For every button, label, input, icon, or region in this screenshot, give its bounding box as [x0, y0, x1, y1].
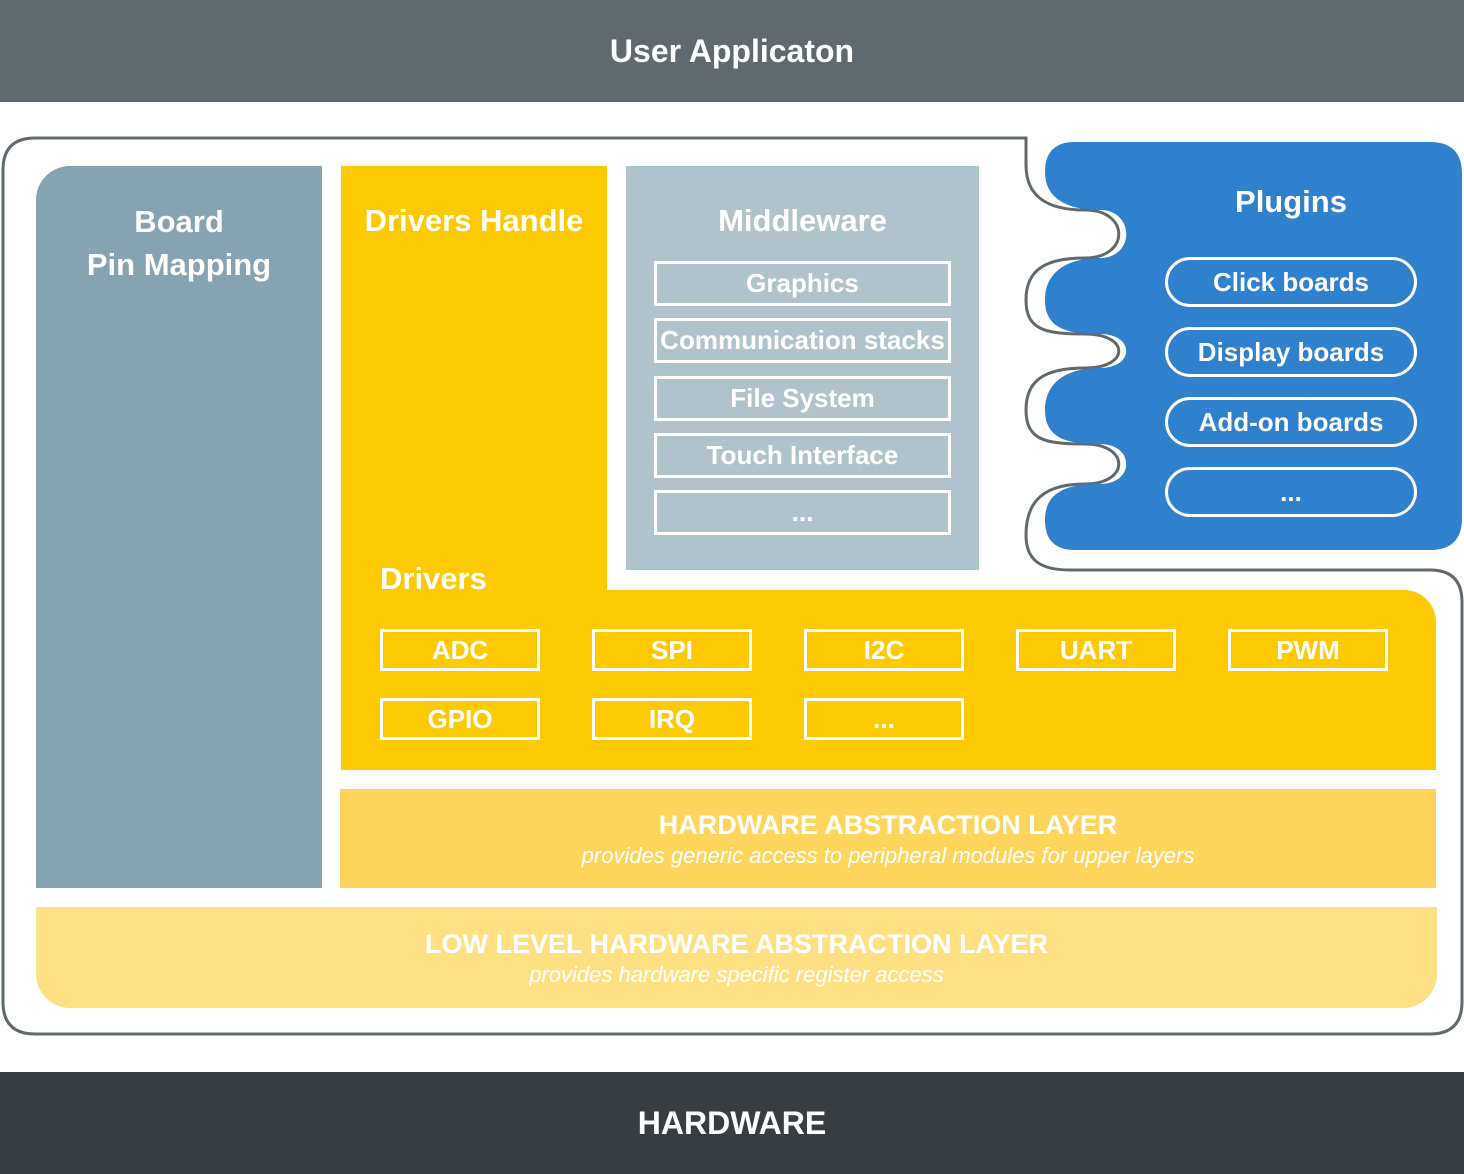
plugin-add-on-boards-pill: Add-on boards	[1165, 397, 1417, 447]
driver-gpio-box: GPIO	[380, 698, 540, 740]
driver-pwm-box: PWM	[1228, 629, 1388, 671]
drivers-block	[341, 590, 1436, 770]
hal-title: HARDWARE ABSTRACTION LAYER	[658, 809, 1118, 840]
driver-more-box: ...	[804, 698, 964, 740]
plugins-panel	[1045, 142, 1462, 550]
middleware-communication-stacks-box: Communication stacks	[654, 318, 951, 363]
driver-adc-box: ADC	[380, 629, 540, 671]
plugin-click-boards-pill: Click boards	[1165, 257, 1417, 307]
low-level-hardware-abstraction-layer: LOW LEVEL HARDWARE ABSTRACTION LAYER pro…	[36, 907, 1437, 1008]
hardware-bar: HARDWARE	[0, 1072, 1464, 1174]
plugin-more-pill: ...	[1165, 467, 1417, 517]
framework-outline	[1, 136, 1464, 1036]
middleware-file-system-box: File System	[654, 376, 951, 421]
drivers-handle-title: Drivers Handle	[364, 203, 584, 238]
hardware-abstraction-layer: HARDWARE ABSTRACTION LAYER provides gene…	[340, 789, 1436, 888]
middleware-title: Middleware	[718, 203, 887, 238]
driver-uart-box: UART	[1016, 629, 1176, 671]
hal-subtitle: provides generic access to peripheral mo…	[581, 842, 1195, 868]
driver-i2c-box: I2C	[804, 629, 964, 671]
plugin-display-boards-pill: Display boards	[1165, 327, 1417, 377]
driver-irq-box: IRQ	[592, 698, 752, 740]
ll-hal-title: LOW LEVEL HARDWARE ABSTRACTION LAYER	[424, 928, 1049, 959]
user-application-bar: User Applicaton	[0, 0, 1464, 102]
hardware-label: HARDWARE	[637, 1104, 827, 1141]
ll-hal-subtitle: provides hardware specific register acce…	[529, 961, 944, 987]
middleware-more-box: ...	[654, 490, 951, 535]
board-pin-mapping-block	[36, 166, 322, 888]
middleware-block	[626, 166, 979, 570]
middleware-touch-interface-box: Touch Interface	[654, 433, 951, 478]
user-application-label: User Applicaton	[609, 32, 855, 69]
plugins-title: Plugins	[1235, 184, 1347, 219]
drivers-title: Drivers	[380, 561, 487, 596]
driver-spi-box: SPI	[592, 629, 752, 671]
board-pin-mapping-title: Board Pin Mapping	[86, 204, 272, 282]
middleware-graphics-box: Graphics	[654, 261, 951, 306]
